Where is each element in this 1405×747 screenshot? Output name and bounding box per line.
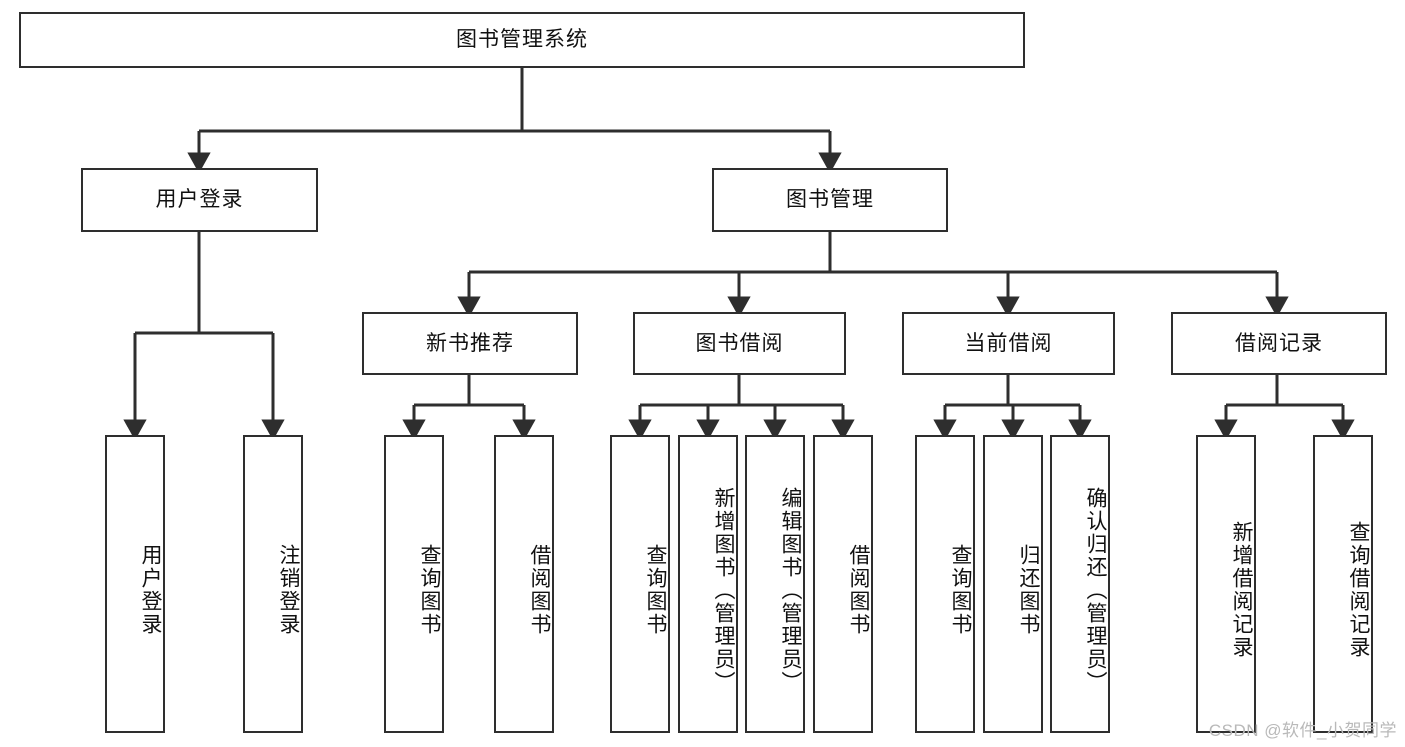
node-current-borrow[interactable]: 当前借阅 [902, 312, 1115, 375]
leaf-book-borrow-4[interactable]: 借阅图书 [813, 435, 873, 733]
leaf-borrow-record-2[interactable]: 查询借阅记录 [1313, 435, 1373, 733]
leaf-user-login-2[interactable]: 注销登录 [243, 435, 303, 733]
leaf-user-login-1-label: 用户登录 [139, 544, 162, 636]
leaf-new-book-2[interactable]: 借阅图书 [494, 435, 554, 733]
node-root-label: 图书管理系统 [456, 28, 588, 52]
leaf-current-borrow-1[interactable]: 查询图书 [915, 435, 975, 733]
leaf-new-book-2-label: 借阅图书 [528, 544, 551, 636]
node-borrow-record-label: 借阅记录 [1235, 331, 1323, 355]
leaf-borrow-record-1[interactable]: 新增借阅记录 [1196, 435, 1256, 733]
node-root[interactable]: 图书管理系统 [19, 12, 1025, 68]
node-borrow-record[interactable]: 借阅记录 [1171, 312, 1387, 375]
node-new-book-recommend[interactable]: 新书推荐 [362, 312, 578, 375]
node-book-manage[interactable]: 图书管理 [712, 168, 948, 232]
leaf-borrow-record-2-label: 查询借阅记录 [1347, 521, 1370, 659]
leaf-book-borrow-3[interactable]: 编辑图书（管理员） [745, 435, 805, 733]
leaf-book-borrow-2[interactable]: 新增图书（管理员） [678, 435, 738, 733]
node-user-login[interactable]: 用户登录 [81, 168, 318, 232]
leaf-user-login-1[interactable]: 用户登录 [105, 435, 165, 733]
leaf-borrow-record-1-label: 新增借阅记录 [1230, 521, 1253, 659]
leaf-book-borrow-2-label: 新增图书（管理员） [712, 486, 735, 694]
leaf-book-borrow-1-label: 查询图书 [644, 544, 667, 636]
leaf-book-borrow-4-label: 借阅图书 [847, 544, 870, 636]
csdn-watermark: CSDN @软件_小贺同学 [1208, 721, 1397, 740]
node-book-borrow-label: 图书借阅 [695, 331, 784, 355]
leaf-book-borrow-3-label: 编辑图书（管理员） [779, 486, 802, 694]
node-user-login-label: 用户登录 [155, 188, 244, 212]
leaf-new-book-1[interactable]: 查询图书 [384, 435, 444, 733]
leaf-current-borrow-2-label: 归还图书 [1017, 544, 1040, 636]
node-book-manage-label: 图书管理 [786, 188, 874, 212]
leaf-user-login-2-label: 注销登录 [277, 544, 300, 636]
leaf-current-borrow-2[interactable]: 归还图书 [983, 435, 1043, 733]
node-book-borrow[interactable]: 图书借阅 [633, 312, 846, 375]
leaf-current-borrow-3-label: 确认归还（管理员） [1084, 486, 1107, 694]
leaf-current-borrow-3[interactable]: 确认归还（管理员） [1050, 435, 1110, 733]
node-new-book-recommend-label: 新书推荐 [426, 331, 514, 355]
leaf-new-book-1-label: 查询图书 [418, 544, 441, 636]
node-current-borrow-label: 当前借阅 [964, 331, 1053, 355]
leaf-current-borrow-1-label: 查询图书 [949, 544, 972, 636]
leaf-book-borrow-1[interactable]: 查询图书 [610, 435, 670, 733]
